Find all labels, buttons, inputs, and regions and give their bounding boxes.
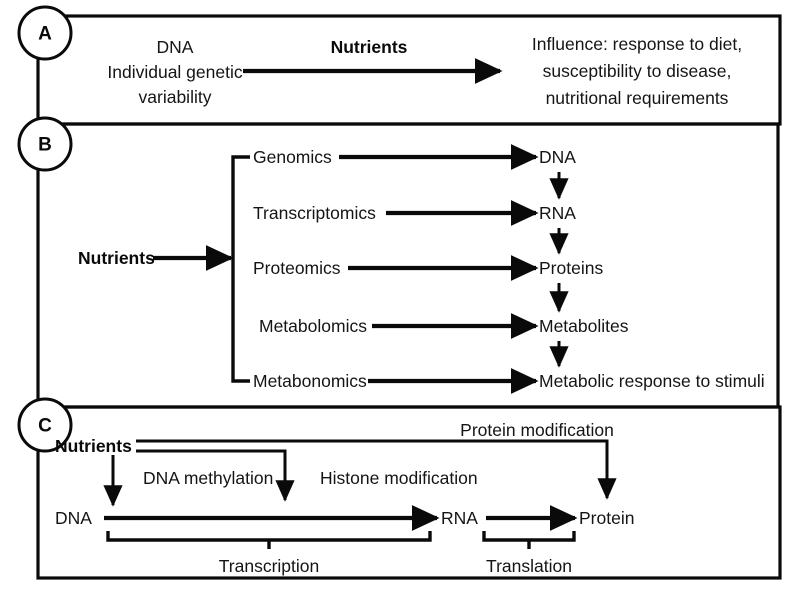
- panel-a-left-line-2: Individual genetic: [107, 62, 242, 82]
- panel-b-omics-label: Proteomics: [253, 258, 341, 278]
- panel-c-translation-bracket: [482, 531, 576, 542]
- panel-b-omics-label: Transcriptomics: [253, 203, 376, 223]
- panel-badge-c: C: [17, 397, 73, 453]
- panel-a-left-line-1: DNA: [157, 37, 194, 57]
- panel-b-content: Nutrients Genomics DNA Transcriptomics R…: [78, 143, 765, 395]
- panel-c-circle: [17, 397, 73, 453]
- panel-b-target-label: Proteins: [539, 258, 603, 278]
- panel-b-omics-label: Metabolomics: [259, 316, 367, 336]
- panel-c-nutrients-label: Nutrients: [55, 436, 132, 456]
- panel-b-letter: B: [38, 135, 52, 156]
- panel-b-distribution-bracket: [231, 155, 250, 383]
- panel-b-nutrients-label: Nutrients: [78, 248, 155, 268]
- panel-c-node-protein: Protein: [579, 508, 634, 528]
- panel-a-content: DNA Individual genetic variability Nutri…: [107, 34, 742, 108]
- panel-b-target-label: RNA: [539, 203, 576, 223]
- panel-c-modification-label-dna-methylation: DNA methylation: [143, 468, 273, 488]
- panel-a-letter: A: [38, 24, 52, 45]
- panel-a-right-line-2: susceptibility to disease,: [543, 61, 732, 81]
- panel-c-process-label-transcription: Transcription: [219, 556, 320, 576]
- panel-c-node-rna: RNA: [441, 508, 478, 528]
- panel-b-row: Proteomics Proteins: [253, 254, 603, 282]
- panel-b-row: Metabolomics Metabolites: [259, 312, 629, 340]
- panel-b-omics-label: Genomics: [253, 147, 332, 167]
- panel-b-omics-label: Metabonomics: [253, 371, 367, 391]
- panel-frames: [36, 14, 782, 580]
- panel-c-node-dna: DNA: [55, 508, 92, 528]
- panel-b-row: Transcriptomics RNA: [253, 199, 576, 227]
- panel-b-target-label: Metabolites: [539, 316, 629, 336]
- panel-a-left-line-3: variability: [139, 87, 212, 107]
- panel-c-letter: C: [38, 416, 52, 437]
- panel-c-protein-modification-arrow: [136, 439, 617, 500]
- panel-c-modification-label-histone-modification: Histone modification: [320, 468, 478, 488]
- panel-b-target-label: Metabolic response to stimuli: [539, 371, 765, 391]
- panel-a-right-line-3: nutritional requirements: [546, 88, 729, 108]
- panel-badge-a: A: [17, 5, 73, 61]
- panel-c-transcription-bracket: [106, 531, 432, 542]
- panel-c-content: Nutrients DNA methylation Histone modifi…: [55, 420, 634, 576]
- panel-b-row: Metabonomics Metabolic response to stimu…: [253, 367, 765, 395]
- panel-b-row: Genomics DNA: [253, 143, 576, 171]
- panel-c-modification-label-protein-modification: Protein modification: [460, 420, 614, 440]
- panel-a-right-line-1: Influence: response to diet,: [532, 34, 742, 54]
- panel-a-circle: [17, 5, 73, 61]
- panel-c-frame: [36, 405, 782, 580]
- panel-b-target-label: DNA: [539, 147, 576, 167]
- panel-c-process-label-translation: Translation: [486, 556, 572, 576]
- panel-badge-b: B: [17, 116, 73, 172]
- panel-a-arrow-label: Nutrients: [331, 37, 408, 57]
- panel-b-circle: [17, 116, 73, 172]
- panel-c-histone-modification-arrow: [136, 449, 295, 502]
